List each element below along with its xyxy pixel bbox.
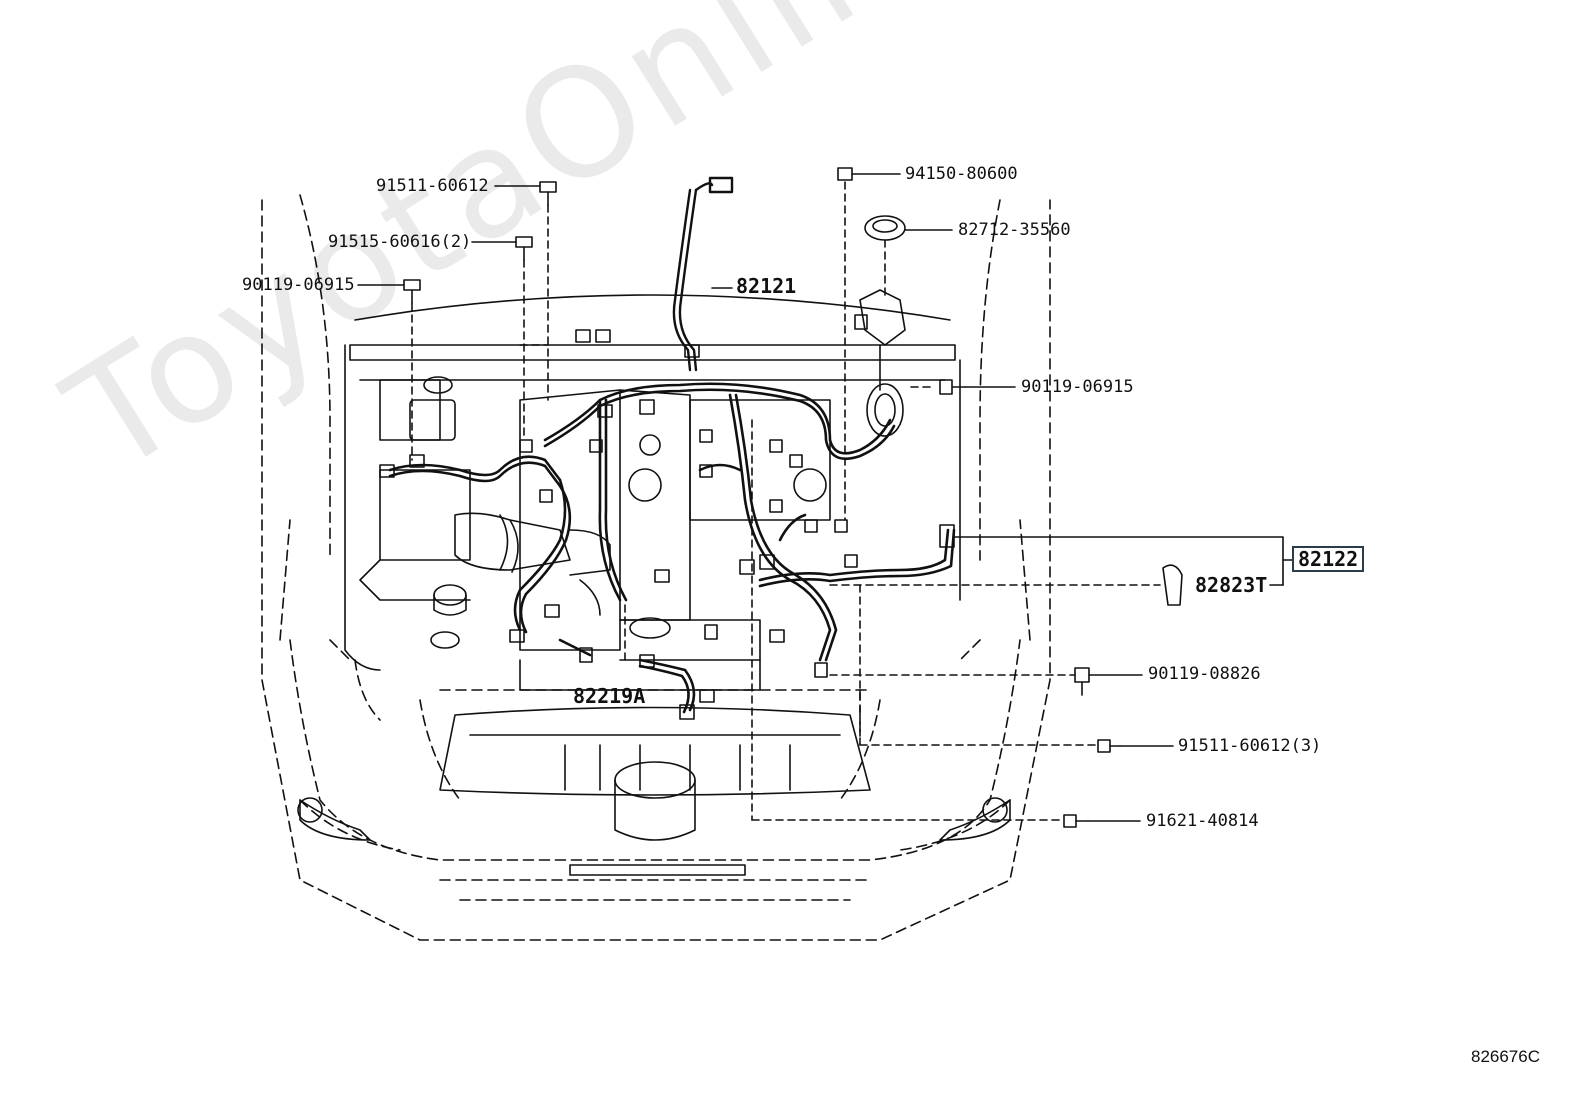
harness-82121 — [672, 176, 734, 372]
label-82219A: 82219A — [573, 684, 646, 708]
label-90119-06915-left: 90119-06915 — [242, 275, 355, 295]
label-91511-60612-3: 91511-60612(3) — [1178, 736, 1322, 756]
label-82823T: 82823T — [1195, 573, 1268, 597]
hood-edge — [344, 294, 961, 671]
label-91515-60616-2: 91515-60616(2) — [328, 232, 472, 252]
leader-lines — [357, 173, 1293, 822]
label-82121: 82121 — [736, 274, 797, 298]
label-90119-08826: 90119-08826 — [1148, 664, 1261, 684]
air-intake — [454, 512, 611, 616]
diagram-id: 826676C — [1470, 1047, 1540, 1066]
body-outline — [261, 194, 1051, 941]
connectors — [379, 314, 955, 720]
label-91621-40814: 91621-40814 — [1146, 811, 1259, 831]
label-82122-highlighted[interactable]: 82122 — [1292, 546, 1365, 572]
battery-area — [359, 376, 471, 649]
harness-82122 — [388, 382, 956, 714]
headlights — [297, 797, 1011, 841]
guide-lines — [411, 181, 1161, 821]
label-90119-06915-right: 90119-06915 — [1021, 377, 1134, 397]
grille — [439, 706, 871, 876]
label-82712-35560: 82712-35560 — [958, 220, 1071, 240]
label-94150-80600: 94150-80600 — [905, 164, 1018, 184]
label-91511-60612: 91511-60612 — [376, 176, 489, 196]
engine-block — [519, 389, 831, 691]
bolt-symbols — [403, 167, 1183, 828]
